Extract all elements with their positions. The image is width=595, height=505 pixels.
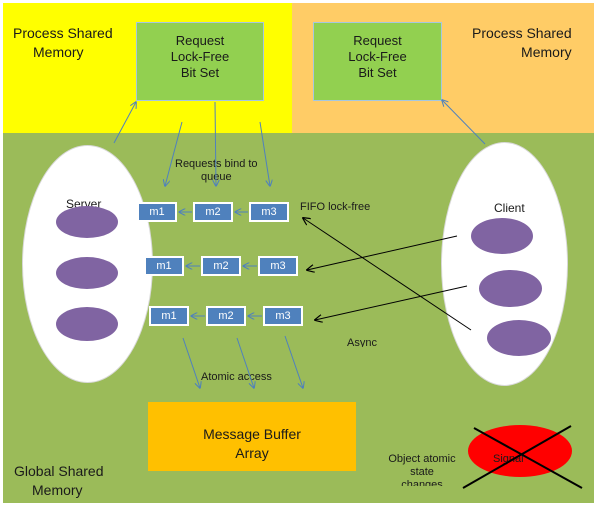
label-line: Process Shared xyxy=(13,25,113,41)
signal-ellipse xyxy=(468,425,572,477)
label-line: Memory xyxy=(32,482,83,498)
queue-message: m2 xyxy=(201,256,241,276)
process-shared-memory-left-label: Process Shared Memory xyxy=(13,24,113,62)
queue-message: m1 xyxy=(144,256,184,276)
client-process-dot xyxy=(471,218,533,254)
queue-message: m3 xyxy=(249,202,289,222)
global-shared-memory-label: Global Shared Memory xyxy=(14,462,104,500)
requests-bind-label: Requests bind to queue xyxy=(175,158,258,184)
async-label: Async xyxy=(347,337,377,347)
client-process-dot xyxy=(487,320,551,356)
box-line: Bit Set xyxy=(180,65,220,80)
server-process-dot xyxy=(56,206,118,238)
queue-message: m3 xyxy=(258,256,298,276)
signal-label: Signal xyxy=(493,453,524,465)
request-lockfree-bitset-right: Request Lock-Free Bit Set xyxy=(313,22,442,101)
label-line: Memory xyxy=(521,44,572,60)
queue-message: m1 xyxy=(137,202,177,222)
box-line: Request xyxy=(353,33,402,48)
label-line: Requests bind to xyxy=(175,158,258,170)
box-line: Request xyxy=(175,33,225,48)
client-label: Client xyxy=(494,201,525,215)
box-line: Lock-Free xyxy=(348,49,407,64)
label-line: Object atomic xyxy=(388,453,456,465)
label-line: Memory xyxy=(33,44,84,60)
atomic-access-label: Atomic access xyxy=(201,371,272,383)
queue-message: m2 xyxy=(193,202,233,222)
queue-message: m1 xyxy=(149,306,189,326)
label-line: queue xyxy=(200,171,232,183)
label-line: state xyxy=(410,466,434,478)
buffer-line: Message Buffer xyxy=(203,426,301,442)
server-process-dot xyxy=(56,257,118,289)
buffer-line: Array xyxy=(235,445,269,461)
box-line: Bit Set xyxy=(358,65,397,80)
process-shared-memory-right-label: Process Shared Memory xyxy=(472,24,572,62)
label-line: changes xyxy=(401,479,443,486)
box-line: Lock-Free xyxy=(170,49,230,64)
label-line: Global Shared xyxy=(14,463,104,479)
message-buffer-array: Message Buffer Array xyxy=(148,402,356,471)
queue-message: m3 xyxy=(263,306,303,326)
server-process-dot xyxy=(56,307,118,341)
queue-message: m2 xyxy=(206,306,246,326)
fifo-lockfree-label: FIFO lock-free xyxy=(300,201,371,213)
object-atomic-label: Object atomic state changes xyxy=(382,453,462,486)
client-process-dot xyxy=(479,270,542,307)
label-line: Process Shared xyxy=(472,25,572,41)
request-lockfree-bitset-left: Request Lock-Free Bit Set xyxy=(136,22,264,101)
